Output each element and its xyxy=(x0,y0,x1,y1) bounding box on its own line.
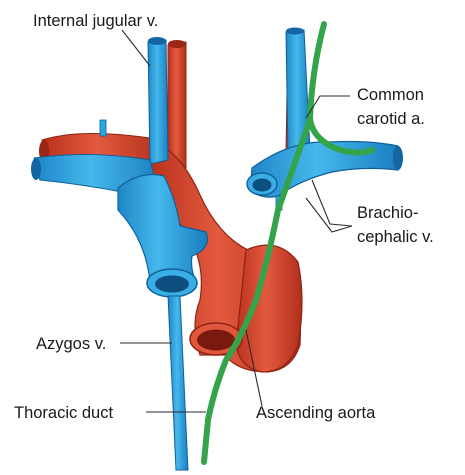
internal-jugular-vein-left xyxy=(148,40,168,164)
label-brachiocephalic-line1: Brachio- xyxy=(357,204,418,222)
ascending-aorta xyxy=(236,245,302,372)
azygos-vein xyxy=(168,296,188,470)
label-internal-jugular: Internal jugular v. xyxy=(33,12,158,30)
label-brachiocephalic-line2: cephalic v. xyxy=(357,228,434,246)
label-common-carotid-line2: carotid a. xyxy=(357,110,425,128)
label-azygos: Azygos v. xyxy=(36,335,106,353)
label-common-carotid-line1: Common xyxy=(357,86,424,104)
label-thoracic-duct: Thoracic duct xyxy=(14,404,113,422)
label-ascending-aorta: Ascending aorta xyxy=(256,404,376,422)
